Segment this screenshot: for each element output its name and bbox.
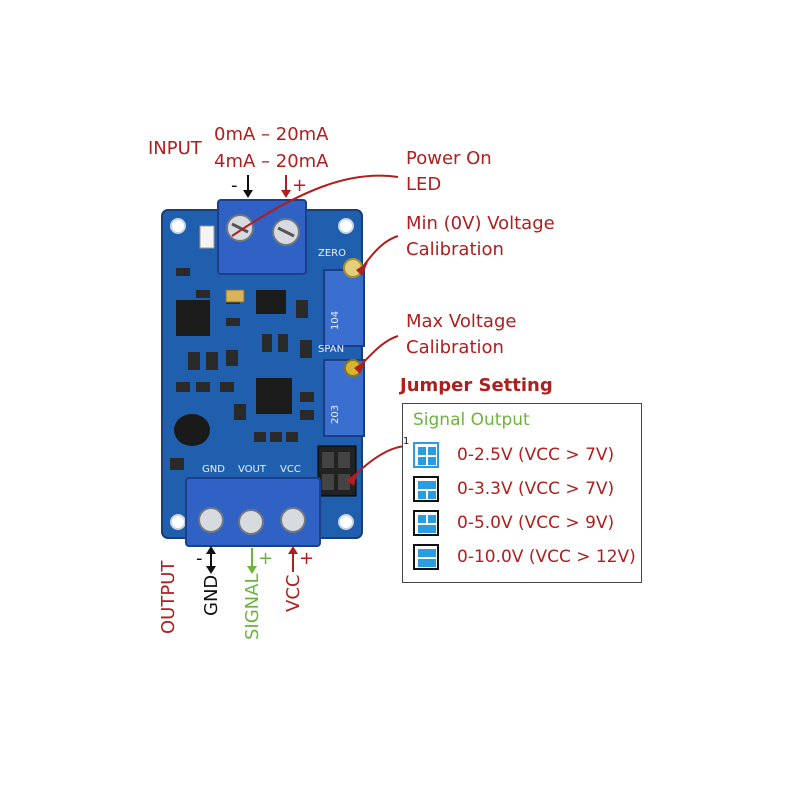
output-label: OUTPUT: [158, 560, 179, 634]
output-gnd-label: GND: [201, 574, 222, 616]
jumper-setting-heading: Jumper Setting: [400, 375, 553, 396]
jumper-row-text: 0-5.0V (VCC > 9V): [457, 513, 615, 533]
silk-pot1-value: 104: [330, 311, 341, 330]
silk-pot2-value: 203: [330, 405, 341, 424]
input-range-0-20: 0mA – 20mA: [214, 124, 329, 145]
jumper-row-10-0v: 0-10.0V (VCC > 12V): [413, 542, 636, 572]
output-screw-vout: [238, 509, 264, 535]
jumper-row-5-0v: 0-5.0V (VCC > 9V): [413, 508, 614, 538]
output-signal-label: SIGNAL: [242, 573, 263, 641]
mounting-hole: [338, 514, 354, 530]
ic-chip-u3: [256, 290, 286, 314]
max-cal-callout-line: [359, 335, 399, 367]
min-cal-label-line2: Calibration: [406, 239, 504, 260]
ic-chip-u1: [176, 300, 210, 336]
silk-gnd: GND: [202, 464, 225, 475]
input-label: INPUT: [148, 138, 202, 159]
output-signal-plus: +: [258, 548, 274, 569]
jumper-row-3-3v: 0-3.3V (VCC > 7V): [413, 474, 614, 504]
jumper-row-text: 0-2.5V (VCC > 7V): [457, 445, 615, 465]
jumper-row-2-5v: 1 0-2.5V (VCC > 7V): [403, 436, 615, 470]
jumper-row-text: 0-10.0V (VCC > 12V): [457, 547, 636, 567]
min-cal-callout-line: [361, 235, 399, 269]
jumper-setting-table: Signal Output 1 0-2.5V (VCC > 7V) 0-3.3V…: [402, 403, 642, 583]
jumper-config-icon-1: 1: [403, 436, 439, 468]
silk-zero: ZERO: [318, 248, 346, 259]
jumper-config-icon-4: [413, 544, 439, 570]
jumper-config-icon-2: [413, 476, 439, 502]
power-led-label-line1: Power On: [406, 148, 492, 169]
input-range-4-20: 4mA – 20mA: [214, 151, 329, 172]
output-screw-gnd: [198, 507, 224, 533]
mounting-hole: [170, 218, 186, 234]
signal-output-title: Signal Output: [413, 410, 530, 430]
ic-chip-u2: [256, 378, 292, 414]
output-minus-sign: -: [196, 548, 203, 569]
output-vcc-label: VCC: [283, 574, 304, 612]
output-vcc-plus: +: [299, 548, 315, 569]
output-screw-vcc: [280, 507, 306, 533]
min-cal-label-line1: Min (0V) Voltage: [406, 213, 555, 234]
power-led-label-line2: LED: [406, 174, 442, 195]
power-led-callout-line: [231, 174, 399, 237]
max-cal-label-line2: Calibration: [406, 337, 504, 358]
silk-vcc: VCC: [280, 464, 301, 475]
silk-vout: VOUT: [238, 464, 267, 475]
jumper-config-icon-3: [413, 510, 439, 536]
zero-trim-pot: [323, 269, 365, 347]
input-minus-sign: -: [231, 175, 238, 196]
max-cal-label-line1: Max Voltage: [406, 311, 517, 332]
jumper-row-text: 0-3.3V (VCC > 7V): [457, 479, 615, 499]
tantalum-capacitor: [225, 289, 245, 303]
input-plus-sign: +: [292, 175, 308, 196]
power-led: [199, 225, 215, 249]
mounting-hole: [338, 218, 354, 234]
silk-span: SPAN: [318, 344, 344, 355]
pin1-marker: 1: [403, 436, 410, 447]
smd-components: [170, 268, 314, 470]
transistor: [174, 414, 210, 446]
mounting-hole: [170, 514, 186, 530]
